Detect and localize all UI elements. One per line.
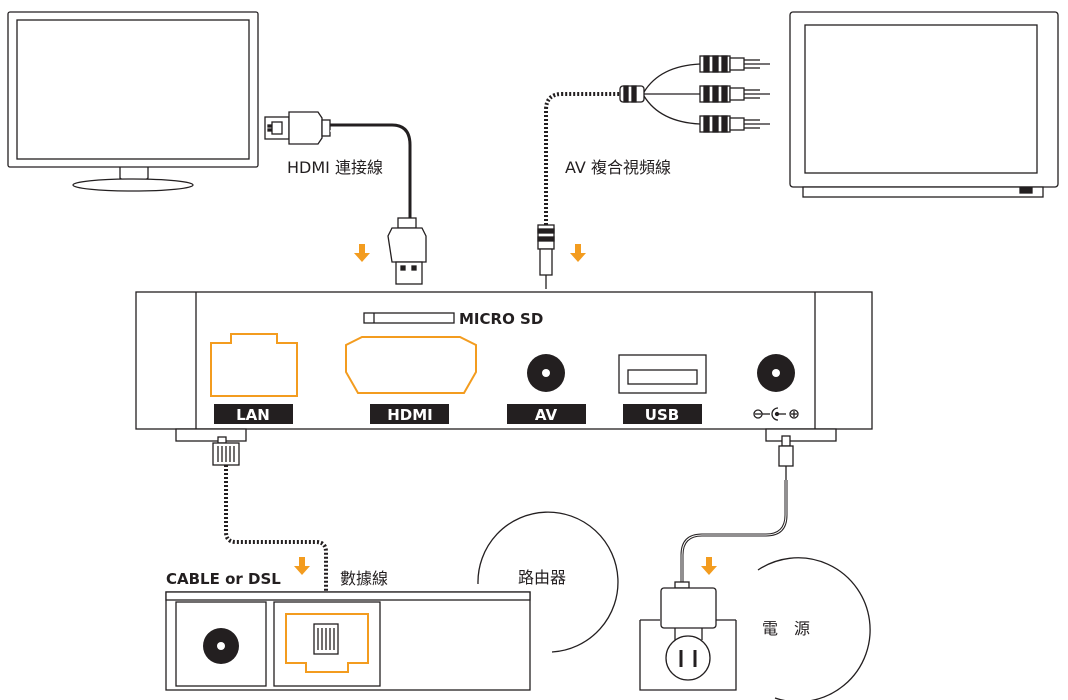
port-label-hdmi: HDMI <box>370 404 449 424</box>
hdmi-cable-label: HDMI 連接線 <box>287 158 383 177</box>
lan-port <box>210 333 298 397</box>
down-arrow-icon <box>354 244 370 262</box>
micro-sd-slot <box>363 312 455 324</box>
power-adapter <box>639 581 737 691</box>
power-cable <box>680 435 794 582</box>
svg-text:USB: USB <box>645 406 679 424</box>
cable-dsl-label: CABLE or DSL <box>166 570 281 588</box>
modem-lan-port <box>285 613 369 673</box>
port-label-lan: LAN <box>214 404 293 424</box>
lan-cable <box>212 436 328 620</box>
av-cable-label: AV 複合視頻線 <box>565 158 671 177</box>
power-circle <box>757 557 871 700</box>
tv-monitor <box>7 11 259 192</box>
router-circle <box>477 511 619 653</box>
usb-port <box>618 354 707 394</box>
wall-outlet <box>665 635 711 681</box>
micro-sd-label: MICRO SD <box>459 310 543 328</box>
down-arrow-icon <box>570 244 586 262</box>
data-cable-label: 數據線 <box>340 569 388 588</box>
crt-tv <box>789 11 1059 198</box>
dc-power-port <box>757 354 795 392</box>
port-label-av: AV <box>507 404 586 424</box>
dc-power-polarity-icon <box>753 407 799 421</box>
av-port <box>527 354 565 392</box>
lan-plug-bottom <box>313 623 339 655</box>
down-arrow-icon <box>294 557 310 575</box>
port-label-usb: USB <box>623 404 702 424</box>
hdmi-cable <box>264 111 427 285</box>
power-label: 電 源 <box>762 619 810 638</box>
av-cable <box>537 55 770 289</box>
modem-coax-port <box>203 628 239 664</box>
svg-text:AV: AV <box>535 406 558 424</box>
down-arrow-icon <box>701 557 717 575</box>
svg-text:HDMI: HDMI <box>387 406 433 424</box>
svg-text:LAN: LAN <box>236 406 270 424</box>
router-label: 路由器 <box>518 568 566 587</box>
hdmi-port <box>345 336 477 394</box>
